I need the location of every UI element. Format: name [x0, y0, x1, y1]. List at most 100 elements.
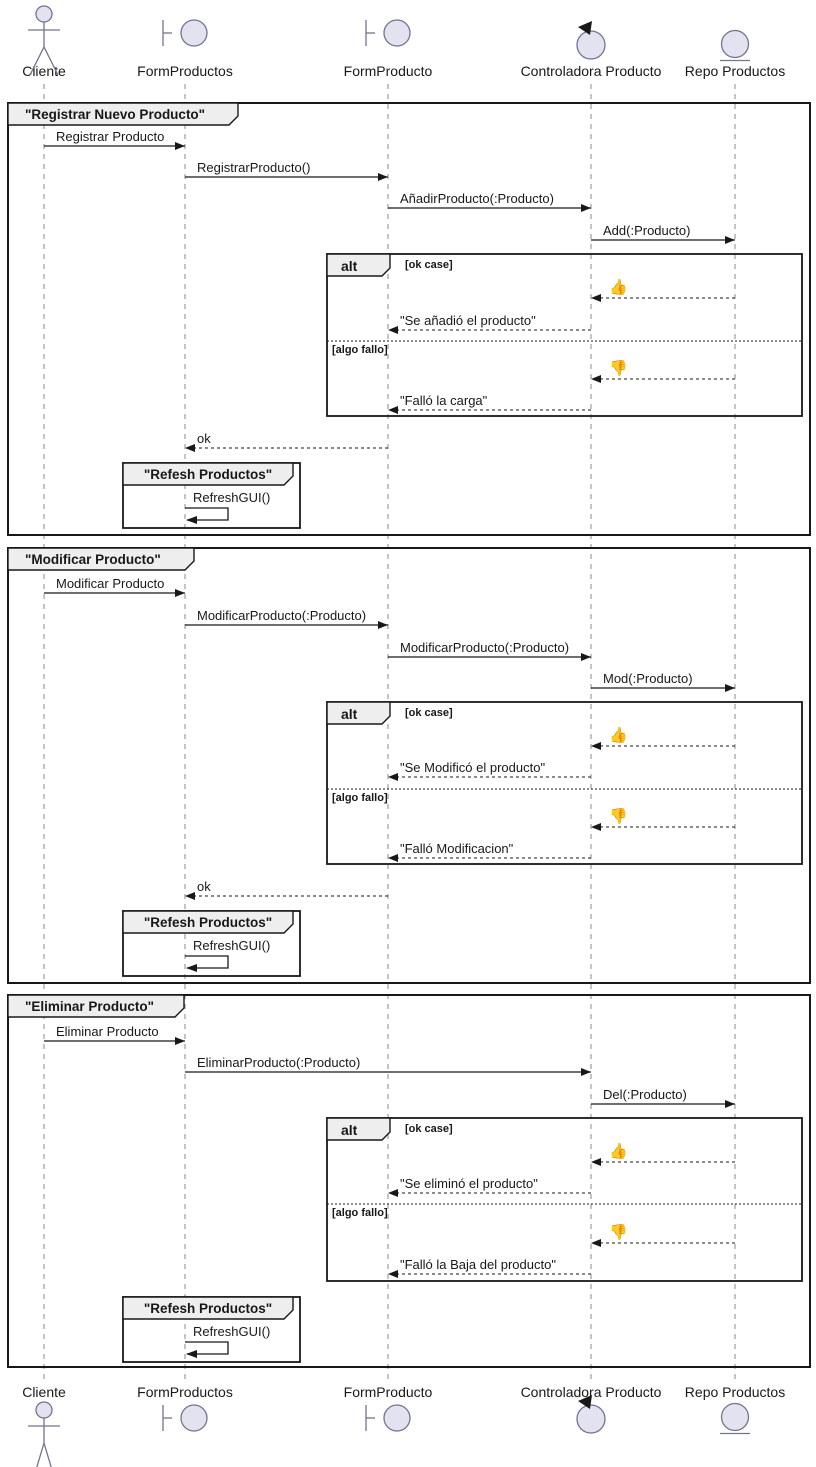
message: Registrar Producto: [44, 129, 185, 150]
frame-modificar-producto: "Modificar Producto"Modificar ProductoMo…: [7, 547, 811, 984]
refresh-frame-title-tab: [122, 462, 294, 486]
thumbs-up-icon: 👍: [609, 1142, 628, 1160]
message-label: "Se Modificó el producto": [400, 760, 545, 775]
participant-label: FormProductos: [137, 63, 233, 79]
frame-eliminar-producto: "Eliminar Producto"Eliminar ProductoElim…: [7, 994, 811, 1368]
control-icon: [576, 1404, 606, 1434]
arrowhead-icon: [388, 1270, 398, 1278]
alt-fragment: alt[ok case]👍"Se añadió el producto"[alg…: [326, 253, 803, 417]
actor-icon: [43, 1442, 52, 1467]
participant-label: FormProducto: [344, 1384, 433, 1400]
actor-icon: [43, 46, 59, 76]
message: ModificarProducto(:Producto): [388, 640, 591, 661]
thumbs-down-icon: 👎: [609, 1223, 628, 1241]
message-label: Eliminar Producto: [56, 1024, 159, 1039]
message: Eliminar Producto: [44, 1024, 185, 1045]
arrowhead-icon: [388, 773, 398, 781]
arrowhead-icon: [175, 1037, 185, 1045]
message-label: RegistrarProducto(): [197, 160, 310, 175]
arrowhead-icon: [388, 326, 398, 334]
arrowhead-icon: [378, 173, 388, 181]
participant-top-formproducto: FormProducto: [344, 19, 433, 79]
participant-label: Controladora Producto: [521, 63, 662, 79]
guard-label: [algo fallo]: [332, 792, 388, 804]
actor-icon: [35, 5, 53, 23]
frame-border: [7, 547, 811, 984]
entity-icon: [720, 1402, 750, 1432]
message-label: "Falló la carga": [400, 393, 488, 408]
arrowhead-icon: [591, 1158, 601, 1166]
refresh-frame-title-tab: [122, 910, 294, 934]
boundary-icon: [383, 1404, 411, 1432]
message: ok: [185, 879, 388, 900]
guard-label: [algo fallo]: [332, 344, 388, 356]
arrowhead-icon: [581, 1068, 591, 1076]
message: 👎: [591, 359, 735, 383]
alt-fragment: alt[ok case]👍"Se Modificó el producto"[a…: [326, 701, 803, 865]
message-label: Add(:Producto): [603, 223, 690, 238]
message-label: ok: [197, 431, 211, 446]
arrowhead-icon: [725, 1100, 735, 1108]
guard-label: [algo fallo]: [332, 1207, 388, 1219]
arrowhead-icon: [591, 823, 601, 831]
refresh-frame-title: "Refesh Productos": [144, 467, 272, 482]
participant-label: Cliente: [22, 63, 66, 79]
arrowhead-icon: [378, 621, 388, 629]
guard-label: [ok case]: [405, 1123, 453, 1135]
arrowhead-icon: [581, 653, 591, 661]
refresh-frame-title-tab: [122, 1296, 294, 1320]
message: 👍: [591, 1142, 735, 1166]
participant-bottom-repo-productos: Repo Productos: [685, 1384, 785, 1435]
message: AñadirProducto(:Producto): [388, 191, 591, 212]
frame-title: "Eliminar Producto": [25, 999, 154, 1014]
alt-fragment: alt[ok case]👍"Se eliminó el producto"[al…: [326, 1117, 803, 1282]
thumbs-up-icon: 👍: [609, 726, 628, 744]
message: 👍: [591, 278, 735, 302]
message-label: ModificarProducto(:Producto): [400, 640, 569, 655]
arrowhead-icon: [591, 742, 601, 750]
participant-bottom-formproducto: FormProducto: [344, 1384, 433, 1432]
message-label: ModificarProducto(:Producto): [197, 608, 366, 623]
arrowhead-icon: [175, 142, 185, 150]
boundary-icon: [180, 19, 208, 47]
participant-label: Cliente: [22, 1384, 66, 1400]
arrowhead-icon: [185, 892, 195, 900]
arrowhead-icon: [591, 294, 601, 302]
thumbs-up-icon: 👍: [609, 278, 628, 296]
arrowhead-icon: [725, 684, 735, 692]
message-label: "Se añadió el producto": [400, 313, 536, 328]
participant-label: FormProducto: [344, 63, 433, 79]
frame-title-tab: [7, 547, 195, 571]
self-message-label: RefreshGUI(): [193, 938, 270, 953]
actor-icon: [36, 1442, 45, 1467]
message-label: Mod(:Producto): [603, 671, 693, 686]
participant-top-repo-productos: Repo Productos: [685, 29, 785, 79]
arrowhead-icon: [186, 516, 197, 524]
boundary-icon: [383, 19, 411, 47]
message: ModificarProducto(:Producto): [185, 608, 388, 629]
arrowhead-icon: [388, 406, 398, 414]
frame-title: "Registrar Nuevo Producto": [25, 107, 205, 122]
arrowhead-icon: [388, 1189, 398, 1197]
message: Modificar Producto: [44, 576, 185, 597]
message: Mod(:Producto): [591, 671, 735, 692]
arrowhead-icon: [725, 236, 735, 244]
arrowhead-icon: [591, 375, 601, 383]
message-label: "Falló la Baja del producto": [400, 1257, 556, 1272]
frame-title-tab: [7, 102, 239, 126]
control-arrow-icon: [578, 1395, 592, 1409]
message: "Falló la carga": [388, 393, 591, 414]
refresh-frame: "Refesh Productos"RefreshGUI(): [122, 1296, 301, 1363]
message: "Falló la Baja del producto": [388, 1257, 591, 1278]
entity-icon: [720, 29, 750, 59]
alt-operator-label: alt: [341, 258, 358, 274]
alt-operator-label: alt: [341, 1122, 358, 1138]
frame-border: [7, 102, 811, 536]
participant-bottom-formproductos: FormProductos: [137, 1384, 233, 1432]
control-icon: [576, 30, 606, 60]
arrowhead-icon: [186, 1350, 197, 1358]
frame-border: [7, 994, 811, 1368]
message-label: Del(:Producto): [603, 1087, 687, 1102]
participant-label: Repo Productos: [685, 1384, 785, 1400]
alt-operator-tab: [326, 701, 391, 725]
